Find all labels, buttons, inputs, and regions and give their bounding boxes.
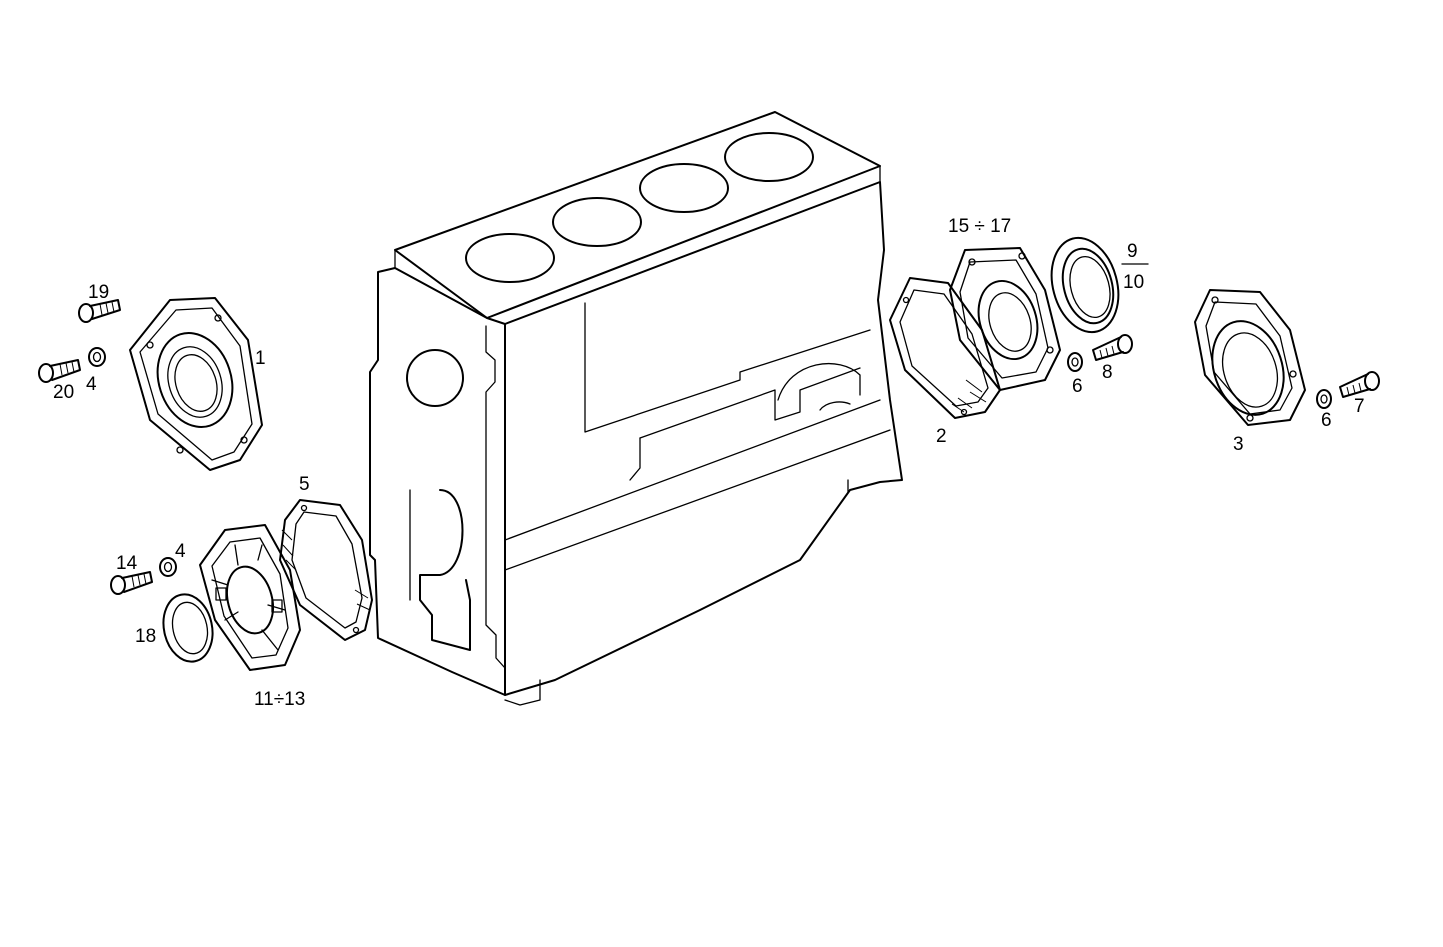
cylinder-bore [724,132,814,182]
part-20-screw [38,359,81,383]
cylinder-bore [552,197,642,247]
label-part-6-right[interactable]: 6 [1321,410,1332,431]
cylinder-bore [639,163,729,213]
label-part-2[interactable]: 2 [936,426,947,447]
callout-labels: 1 19 20 4 5 14 4 18 11÷13 15 ÷ 17 9 10 6… [53,216,1365,710]
part-6-washer [1316,389,1332,409]
label-part-14[interactable]: 14 [116,553,138,574]
part-4-washer [88,347,106,367]
part-7-screw [1339,371,1380,398]
part-2-gasket [889,277,1001,419]
label-part-11-13[interactable]: 11÷13 [254,689,305,710]
part-3-rear-cover [1194,289,1306,426]
label-part-4-bottom[interactable]: 4 [175,541,186,562]
label-part-7[interactable]: 7 [1354,396,1365,417]
part-11-13-plate [199,524,301,671]
part-19-screw [78,299,121,323]
part-9-10-seal [1050,236,1120,334]
part-6-washer [1067,352,1083,372]
label-part-6-center[interactable]: 6 [1072,376,1083,397]
part-4-washer [159,557,177,577]
engine-block [369,111,903,706]
label-part-19[interactable]: 19 [88,282,109,303]
label-part-1[interactable]: 1 [255,348,266,369]
part-8-screw [1092,334,1133,361]
label-part-8[interactable]: 8 [1102,362,1113,383]
label-part-3[interactable]: 3 [1233,434,1244,455]
part-5-gasket [279,499,373,641]
part-14-screw [110,571,153,595]
label-part-9[interactable]: 9 [1127,241,1138,262]
label-part-5[interactable]: 5 [299,474,310,495]
part-1-front-cover [129,297,263,471]
part-15-17-carrier [949,247,1061,391]
label-part-15-17[interactable]: 15 ÷ 17 [948,216,1011,237]
label-part-20[interactable]: 20 [53,382,74,403]
part-18-seal [162,593,214,663]
label-part-10[interactable]: 10 [1123,272,1144,293]
cylinder-bore [465,233,555,283]
label-part-4-top[interactable]: 4 [86,374,97,395]
label-part-18[interactable]: 18 [135,626,156,647]
